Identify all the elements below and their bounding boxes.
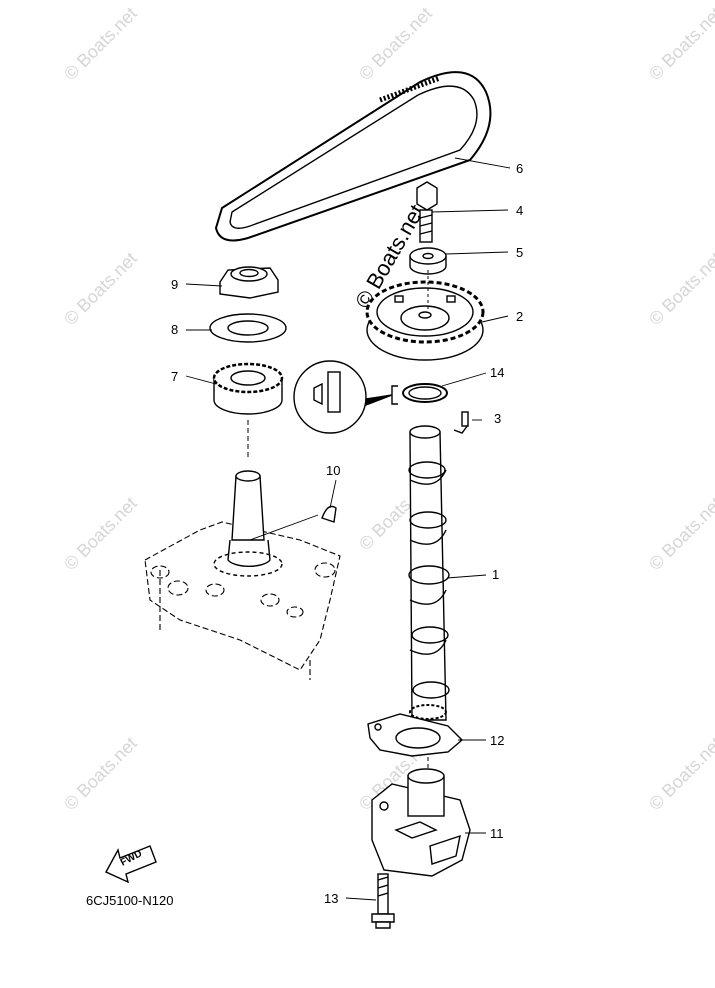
part-code: 6CJ5100-N120 xyxy=(86,893,174,908)
callout-8: 8 xyxy=(171,322,179,337)
oil-seal xyxy=(293,360,448,434)
engine-block xyxy=(144,521,341,680)
callout-9: 9 xyxy=(171,277,179,292)
timing-belt xyxy=(214,71,492,242)
callout-11: 11 xyxy=(490,826,504,841)
crankshaft xyxy=(213,470,283,577)
pulley-nut xyxy=(219,266,279,299)
callout-6: 6 xyxy=(516,161,524,176)
camshaft xyxy=(408,425,450,721)
pump-bolt xyxy=(371,873,395,929)
bolt xyxy=(416,181,438,243)
fwd-arrow xyxy=(105,845,157,884)
callout-3: 3 xyxy=(494,411,502,426)
callout-14: 14 xyxy=(490,365,505,380)
callout-5: 5 xyxy=(516,245,524,260)
camshaft-pulley xyxy=(365,270,485,361)
plate xyxy=(209,313,287,343)
gasket xyxy=(367,713,464,780)
washer xyxy=(409,247,447,275)
callout-7: 7 xyxy=(171,369,179,384)
drive-gear xyxy=(212,362,284,460)
oil-pump xyxy=(371,768,471,877)
dowel-pin xyxy=(453,411,469,434)
callout-4: 4 xyxy=(516,203,524,218)
callout-13: 13 xyxy=(324,891,339,906)
callout-10: 10 xyxy=(326,463,341,478)
woodruff-key xyxy=(321,505,337,523)
callout-1: 1 xyxy=(492,567,500,582)
leader-lines xyxy=(185,157,511,901)
callout-12: 12 xyxy=(490,733,505,748)
callout-2: 2 xyxy=(516,309,524,324)
